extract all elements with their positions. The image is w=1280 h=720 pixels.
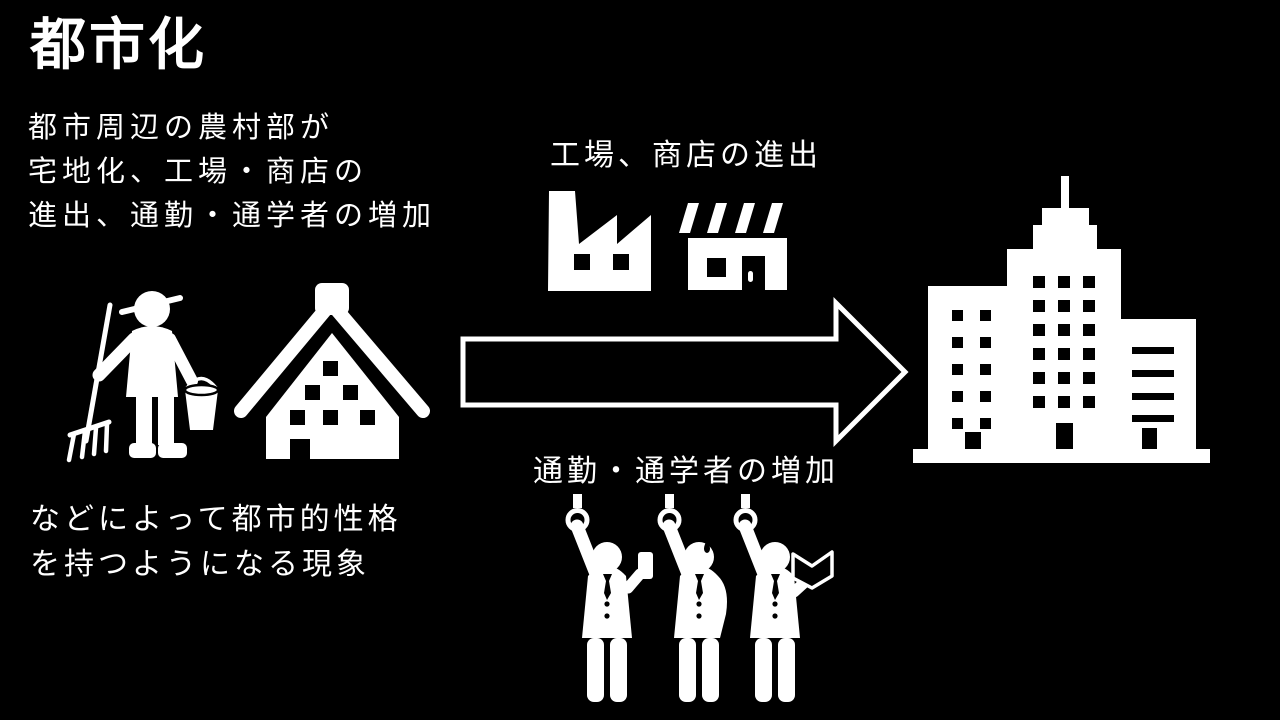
factory-icon (548, 191, 651, 291)
sweat-drop-icon (704, 540, 710, 553)
phone-icon (638, 552, 653, 579)
city-building-icon (913, 176, 1210, 463)
necktie (695, 574, 704, 600)
necktie (771, 574, 780, 600)
bucket-icon (183, 376, 220, 430)
ground (913, 449, 1210, 463)
right-tower (1121, 319, 1196, 449)
open-book-icon (791, 550, 834, 590)
flow-top-label: 工場、商店の進出 (550, 139, 822, 172)
flow-arrow-icon (460, 296, 909, 448)
definition-intro-text: 都市周辺の農村部が 宅地化、工場・商店の 進出、通勤・通学者の増加 (28, 106, 436, 238)
outro-line-1: などによって都市的性格 (30, 503, 402, 536)
commuter-with-phone (565, 494, 653, 702)
intro-line-2: 宅地化、工場・商店の (28, 156, 369, 188)
boot-left (129, 443, 156, 458)
pitchfork-icon (66, 302, 113, 463)
intro-line-1: 都市周辺の農村部が (28, 112, 335, 144)
right-tower-windows (1132, 347, 1174, 449)
intro-line-3: 進出、通勤・通学者の増加 (28, 200, 437, 232)
commuter-with-book (733, 494, 834, 702)
commuters-icon (565, 494, 834, 702)
boot-right (158, 443, 187, 458)
farmer-head (134, 291, 170, 327)
left-tower (928, 286, 1007, 449)
farmer-body (92, 291, 198, 458)
shop-awning (679, 203, 783, 233)
shop-icon (679, 203, 787, 290)
commuter-with-sweat-drop (657, 494, 727, 702)
farmhouse-door (290, 439, 310, 459)
left-tower-windows (952, 310, 991, 449)
necktie (603, 574, 612, 600)
flow-bottom-label: 通勤・通学者の増加 (533, 455, 839, 488)
shop-window (707, 258, 726, 277)
center-tower-windows (1033, 276, 1095, 449)
page-title: 都市化 (30, 13, 207, 78)
spire (1061, 176, 1069, 210)
door-handle (748, 271, 753, 282)
farmhouse-icon (234, 283, 430, 459)
farmer-icon (66, 291, 220, 463)
definition-outro-text: などによって都市的性格 を持つようになる現象 (30, 497, 402, 587)
outro-line-2: を持つようになる現象 (30, 548, 370, 581)
shop-door (742, 256, 765, 290)
